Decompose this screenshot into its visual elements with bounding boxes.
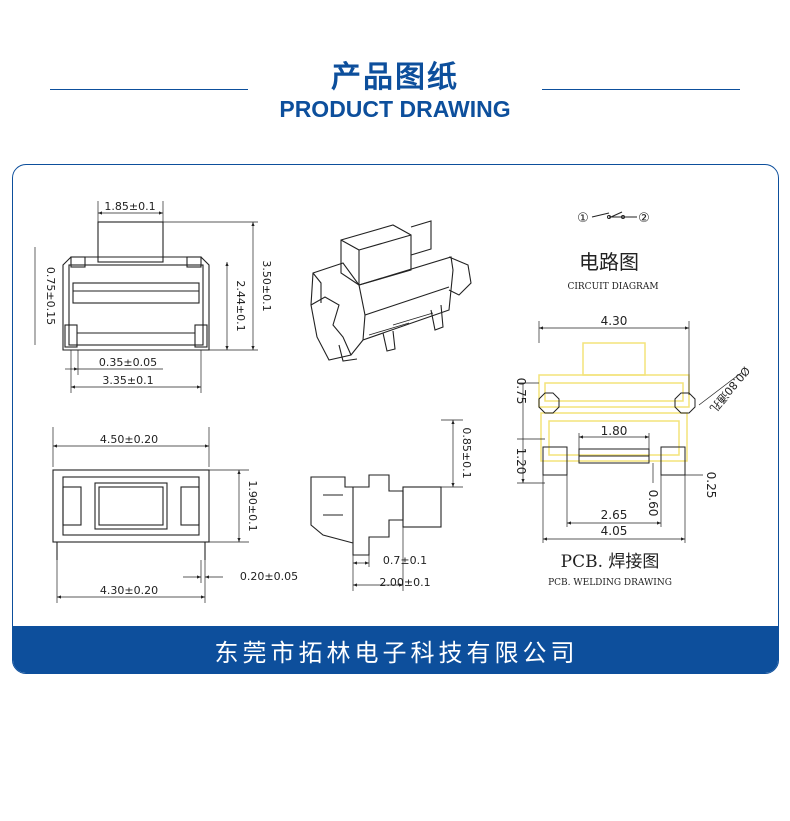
circuit-title-cn: 电路图 bbox=[579, 250, 639, 274]
circuit-node-2: ② bbox=[638, 211, 650, 226]
pcb-dim-width-top: 4.30 bbox=[601, 314, 628, 328]
page-title-cn: 产品图纸 bbox=[331, 60, 459, 95]
dim-left-height: 0.75±0.15 bbox=[44, 267, 57, 325]
company-footer: 东莞市拓林电子科技有限公司 bbox=[13, 626, 778, 673]
pcb-title-en: PCB. WELDING DRAWING bbox=[548, 578, 672, 588]
side-dim-height: 0.85±0.1 bbox=[460, 427, 473, 478]
top-dim-width-bottom: 4.30±0.20 bbox=[100, 584, 158, 597]
top-dim-width-top: 4.50±0.20 bbox=[100, 433, 158, 446]
dim-inner-height: 2.44±0.1 bbox=[234, 280, 247, 331]
pcb-drawing bbox=[517, 321, 742, 543]
drawing-card: 1.85±0.1 0.75±0.15 3.50±0.1 2.44±0.1 0.3… bbox=[12, 164, 779, 674]
pcb-dim-inner-width: 1.80 bbox=[601, 424, 628, 438]
company-name: 东莞市拓林电子科技有限公司 bbox=[214, 638, 579, 667]
isometric-view bbox=[310, 220, 472, 362]
side-dim-width: 2.00±0.1 bbox=[379, 576, 430, 589]
dim-total-height: 3.50±0.1 bbox=[260, 260, 273, 311]
dim-foot-width: 0.35±0.05 bbox=[99, 356, 157, 369]
page-title-en: PRODUCT DRAWING bbox=[279, 96, 511, 122]
pcb-dim-right: 0.25 bbox=[704, 472, 718, 499]
side-view bbox=[310, 419, 463, 591]
top-view bbox=[52, 427, 249, 603]
circuit-diagram bbox=[591, 211, 637, 219]
pcb-dim-pad-height: 1.20 bbox=[514, 448, 528, 475]
top-dim-height: 1.90±0.1 bbox=[246, 480, 259, 531]
header-divider-left bbox=[50, 89, 248, 90]
pcb-dim-pad-span: 2.65 bbox=[601, 508, 628, 522]
technical-drawing: 1.85±0.1 0.75±0.15 3.50±0.1 2.44±0.1 0.3… bbox=[34, 200, 752, 603]
front-view bbox=[34, 201, 258, 393]
pcb-dim-pad-gap: 0.60 bbox=[646, 490, 660, 517]
dim-top-width: 1.85±0.1 bbox=[104, 200, 155, 213]
header-divider-right bbox=[542, 89, 740, 90]
dim-body-width: 3.35±0.1 bbox=[102, 374, 153, 387]
top-dim-lead-width: 0.20±0.05 bbox=[240, 570, 298, 583]
pcb-dim-total-width: 4.05 bbox=[601, 524, 628, 538]
pcb-hole-label: Ø0.80通孔 bbox=[707, 364, 752, 415]
pcb-outline bbox=[538, 342, 690, 462]
pcb-dim-left: 0.75 bbox=[514, 378, 528, 405]
circuit-node-1: ① bbox=[577, 211, 589, 226]
circuit-title-en: CIRCUIT DIAGRAM bbox=[567, 282, 658, 292]
pcb-title-cn: PCB. 焊接图 bbox=[561, 552, 660, 572]
side-dim-width-small: 0.7±0.1 bbox=[383, 554, 427, 567]
